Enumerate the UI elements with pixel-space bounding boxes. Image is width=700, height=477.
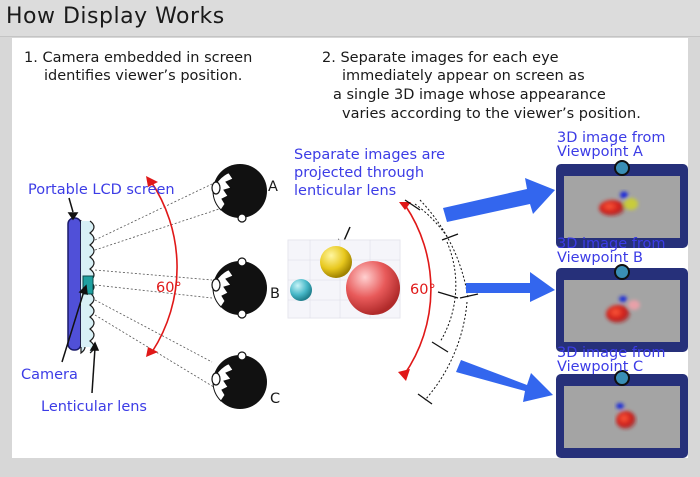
yellow-sphere [320,246,352,278]
step2-line1: 2. Separate images for each eye [322,50,559,66]
arrow-to-a [443,178,555,222]
separate-images-line1: Separate images are [294,147,446,163]
screen-b-label-line1: 3D image from [557,236,666,252]
screen-a-label-line1: 3D image from [557,130,666,146]
viewer-a-label: A [268,179,278,195]
screen-viewpoint-c [556,370,688,458]
segment-ticks [404,199,479,405]
teal-sphere [290,279,312,301]
step1-line2: identifies viewer’s position. [44,68,243,84]
viewer-b-label: B [270,286,280,302]
screen-a-camera-icon [614,160,630,176]
left-angle-label: 60° [156,280,182,296]
screen-c-label-line1: 3D image from [557,345,666,361]
portable-lcd-label: Portable LCD screen [28,182,175,198]
screen-b-camera-icon [614,264,630,280]
separate-images-line2: projected through [294,165,425,181]
step1-line1: 1. Camera embedded in screen [24,50,253,66]
screen-b-label-line2: Viewpoint B [557,250,643,266]
right-angle-arc [403,204,432,376]
camera-label: Camera [21,367,78,383]
viewer-head-b [211,257,267,319]
viewer-c-label: C [270,391,281,407]
camera-module [82,275,94,295]
viewer-head-c [211,351,267,409]
screen-a-label-line2: Viewpoint A [557,144,643,160]
step2-line3: a single 3D image whose appearance [333,87,606,103]
screen-c-label-line2: Viewpoint C [557,359,644,375]
arrow-to-b [466,272,555,302]
left-angle-arc [149,179,178,353]
projection-lines [94,183,223,393]
lenticular-lens-label: Lenticular lens [41,399,147,415]
viewpoint-arrows [443,178,555,402]
red-sphere [346,261,400,315]
title-bar: How Display Works [0,0,700,37]
step2-line2: immediately appear on screen as [342,68,585,84]
arrow-to-c [456,360,553,402]
figure-title: How Display Works [6,4,225,29]
separate-images-line3: lenticular lens [294,183,397,199]
step2-line4: varies according to the viewer’s positio… [342,106,641,122]
viewer-head-a [211,164,267,223]
dotted-segments [414,199,469,401]
screen-c-camera-icon [614,370,630,386]
right-angle-label: 60° [410,282,436,298]
